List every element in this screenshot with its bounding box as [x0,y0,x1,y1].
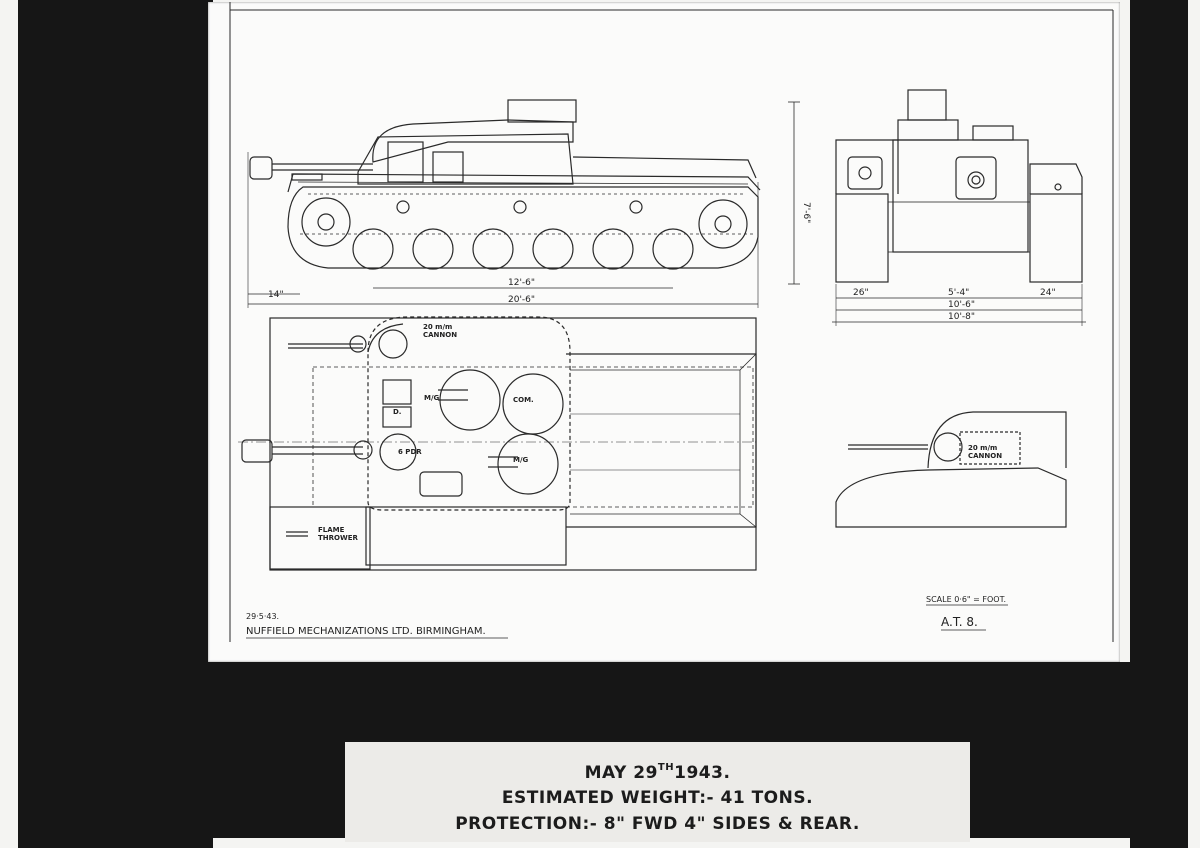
tank-blueprint: 14" 12'-6" 20'-6" 7'-6" 26" 5'-4" 24" 10… [229,2,1114,642]
label-mg-upper: M/G [424,394,440,402]
dim-wheelbase: 12'-6" [508,278,535,288]
caption-card: MAY 29TH1943. ESTIMATED WEIGHT:- 41 TONS… [345,742,970,842]
dim-hull-width: 5'-4" [948,288,969,298]
side-gun [249,156,373,181]
label-side-cannon-1: 20 m/m [968,444,997,452]
front-elevation [832,89,1086,326]
dim-overall-length: 20'-6" [508,295,535,305]
dim-track-left: 26" [853,288,869,298]
dim-overall-width: 10'-8" [948,312,975,322]
label-side-cannon-2: CANNON [968,452,1002,460]
road-wheels [301,197,748,270]
label-cannon-1: 20 m/m [423,323,452,331]
date-stamp: 29·5·43. [246,612,279,621]
blueprint-sheet: 14" 12'-6" 20'-6" 7'-6" 26" 5'-4" 24" 10… [208,2,1120,662]
plan-view [238,316,757,571]
dim-track-right: 24" [1040,288,1056,298]
dim-front-overhang: 14" [268,290,284,300]
dim-height: 7'-6" [801,202,811,223]
caption-weight: ESTIMATED WEIGHT:- 41 TONS. [501,788,814,808]
label-mg-lower: M/G [513,456,529,464]
caption-protection: PROTECTION:- 8" FWD 4" SIDES & REAR. [455,814,860,834]
label-driver: D. [393,408,401,416]
side-elevation [247,99,800,308]
company-name: NUFFIELD MECHANIZATIONS LTD. BIRMINGHAM. [246,626,486,637]
dim-inner-width: 10'-6" [948,300,975,310]
label-cannon-2: CANNON [423,331,457,339]
turret-side-detail [835,411,1067,528]
label-main-gun: 6 PDR [398,448,422,456]
mount-bottom-left [18,742,345,838]
label-commander: COM. [513,396,534,404]
plan-guns [241,329,518,537]
scale-note: SCALE 0·6" = FOOT. [926,595,1006,604]
drawing-number: A.T. 8. [941,615,978,629]
mount-bottom [18,662,1188,742]
label-flame-1: FLAME [318,526,345,534]
label-flame-2: THROWER [318,534,358,542]
mount-bottom-right [970,742,1188,838]
caption-date: MAY 29TH1943. [584,762,731,783]
